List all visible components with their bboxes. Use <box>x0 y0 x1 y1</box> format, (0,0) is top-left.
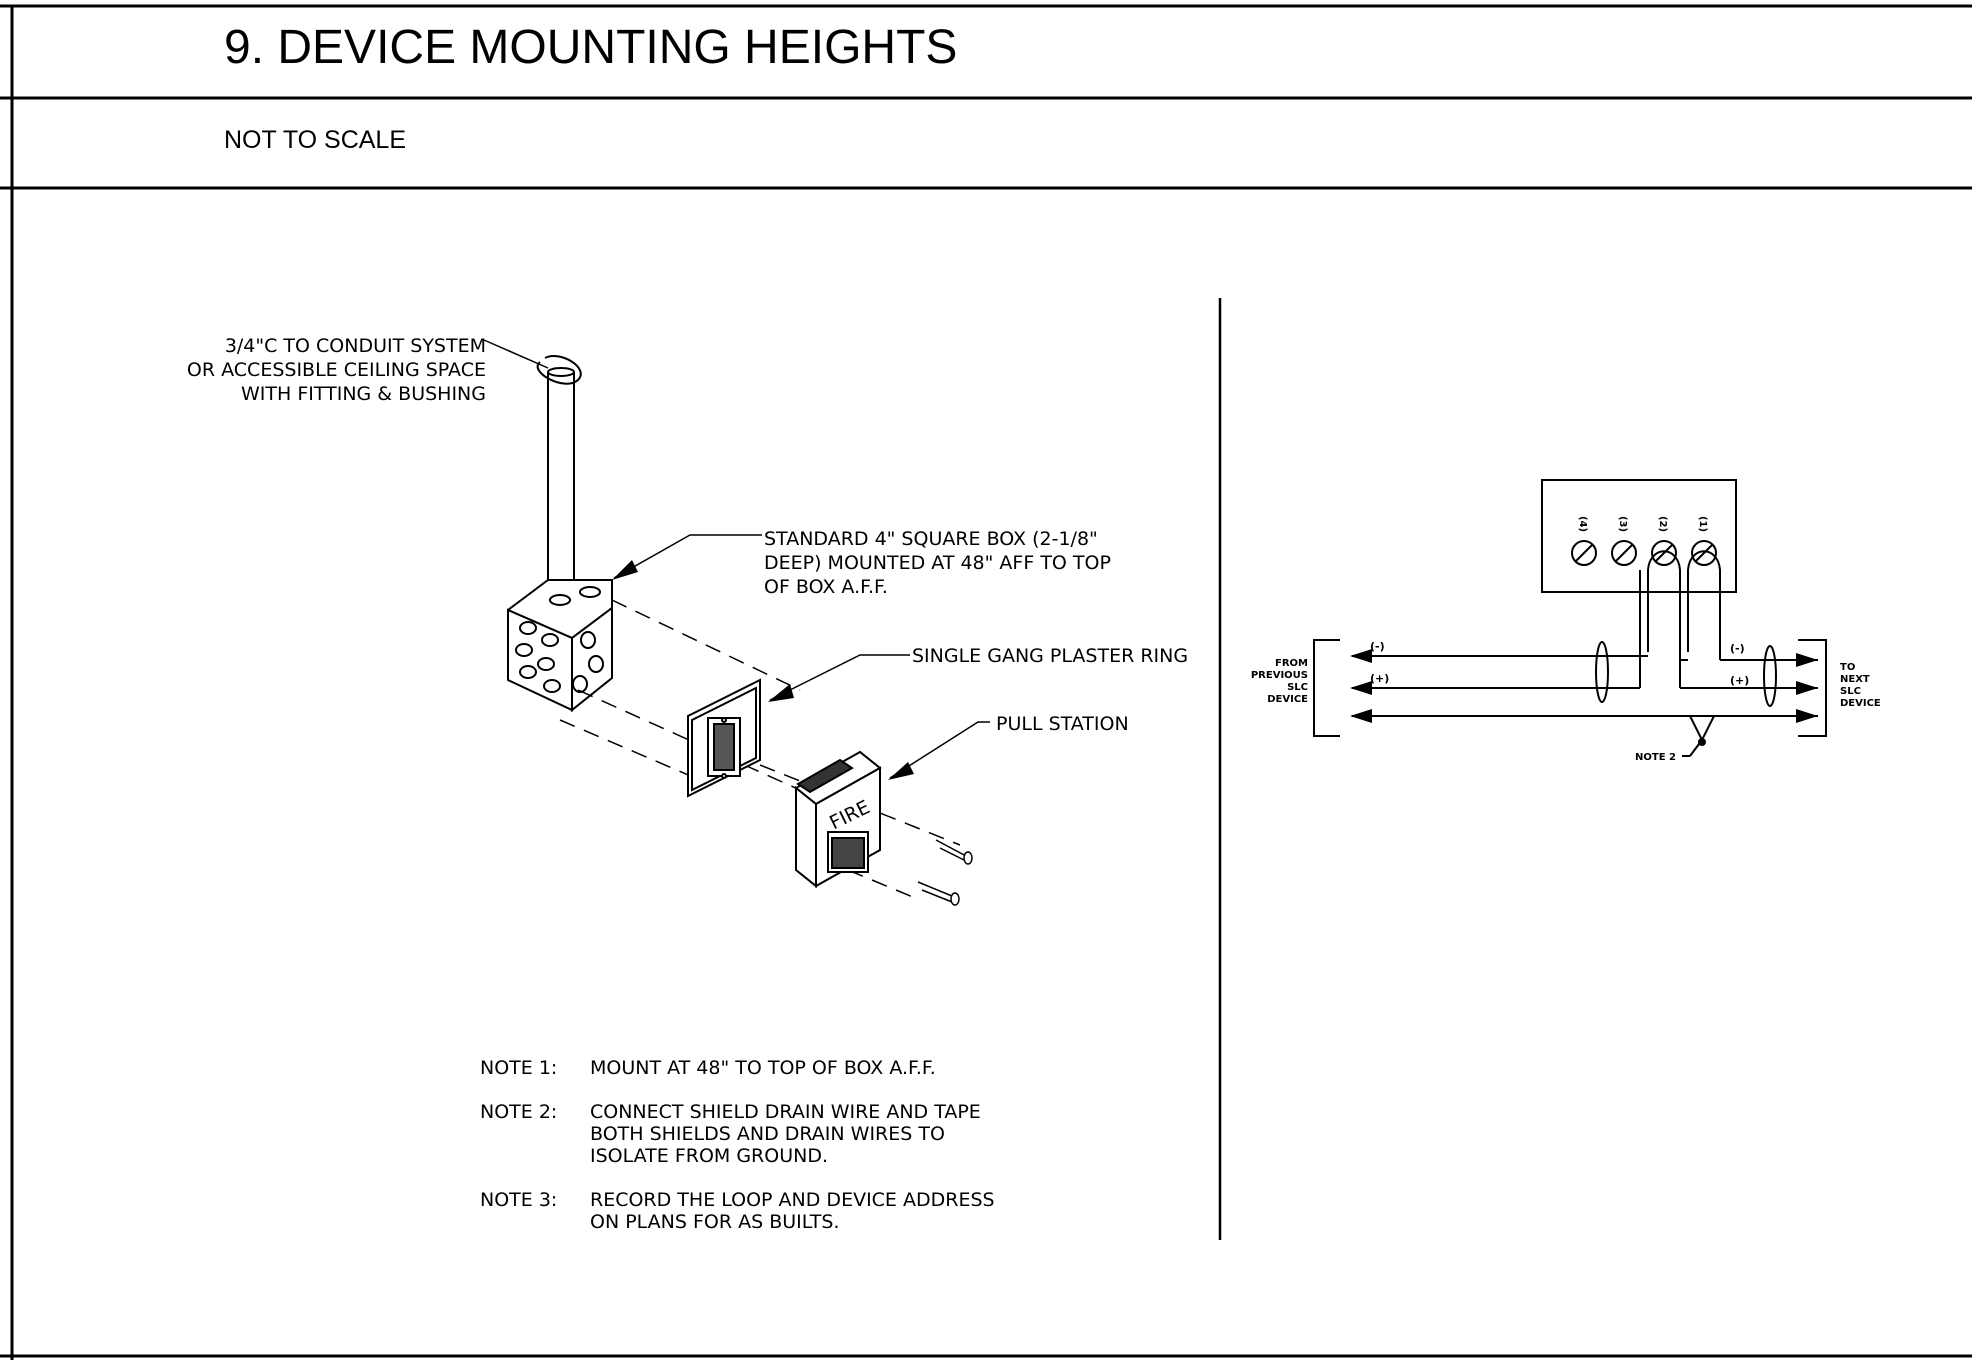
note-1-line-1: MOUNT AT 48" TO TOP OF BOX A.F.F. <box>590 1057 936 1079</box>
conduit-label-1: 3/4"C TO CONDUIT SYSTEM <box>225 335 486 357</box>
note-2-line-1: CONNECT SHIELD DRAIN WIRE AND TAPE <box>590 1101 981 1123</box>
box-label-1: STANDARD 4" SQUARE BOX (2-1/8" <box>764 528 1098 550</box>
terminal-3: (3) <box>1617 516 1628 532</box>
notes-block: NOTE 1: MOUNT AT 48" TO TOP OF BOX A.F.F… <box>480 1057 995 1233</box>
from-label-4: DEVICE <box>1267 694 1308 705</box>
conduit-label-2: OR ACCESSIBLE CEILING SPACE <box>187 359 486 381</box>
note-3-line-2: ON PLANS FOR AS BUILTS. <box>590 1211 839 1233</box>
conduit-label-3: WITH FITTING & BUSHING <box>241 383 486 405</box>
page-title: 9. DEVICE MOUNTING HEIGHTS <box>224 21 958 74</box>
square-box <box>507 579 613 713</box>
note-3-line-1: RECORD THE LOOP AND DEVICE ADDRESS <box>590 1189 995 1211</box>
terminal-1: (1) <box>1697 516 1708 532</box>
neg-label-right: (-) <box>1730 642 1745 655</box>
from-label-1: FROM <box>1275 658 1308 669</box>
box-label-3: OF BOX A.F.F. <box>764 576 888 598</box>
to-label-2: NEXT <box>1840 674 1870 685</box>
ring-label: SINGLE GANG PLASTER RING <box>912 645 1188 667</box>
to-label-1: TO <box>1840 662 1855 673</box>
to-label-3: SLC <box>1840 686 1861 697</box>
screws <box>917 839 973 906</box>
note-2-callout: NOTE 2 <box>1635 752 1676 763</box>
note-1-key: NOTE 1: <box>480 1057 557 1079</box>
plaster-ring <box>687 678 761 798</box>
note-2-line-3: ISOLATE FROM GROUND. <box>590 1145 828 1167</box>
pull-station <box>794 750 882 889</box>
from-label-3: SLC <box>1287 682 1308 693</box>
pull-label: PULL STATION <box>996 713 1129 735</box>
note-2-line-2: BOTH SHIELDS AND DRAIN WIRES TO <box>590 1123 945 1145</box>
from-label-2: PREVIOUS <box>1251 670 1308 681</box>
terminal-4: (4) <box>1577 516 1588 532</box>
scale-note: NOT TO SCALE <box>224 126 407 154</box>
mounting-diagram: 3/4"C TO CONDUIT SYSTEM OR ACCESSIBLE CE… <box>187 335 1188 906</box>
note-2-key: NOTE 2: <box>480 1101 557 1123</box>
neg-label-left: (-) <box>1370 640 1385 653</box>
note-3-key: NOTE 3: <box>480 1189 557 1211</box>
box-label-2: DEEP) MOUNTED AT 48" AFF TO TOP <box>764 552 1111 574</box>
pos-label-left: (+) <box>1370 672 1389 685</box>
terminal-2: (2) <box>1657 516 1668 532</box>
to-label-4: DEVICE <box>1840 698 1881 709</box>
pos-label-right: (+) <box>1730 674 1749 687</box>
